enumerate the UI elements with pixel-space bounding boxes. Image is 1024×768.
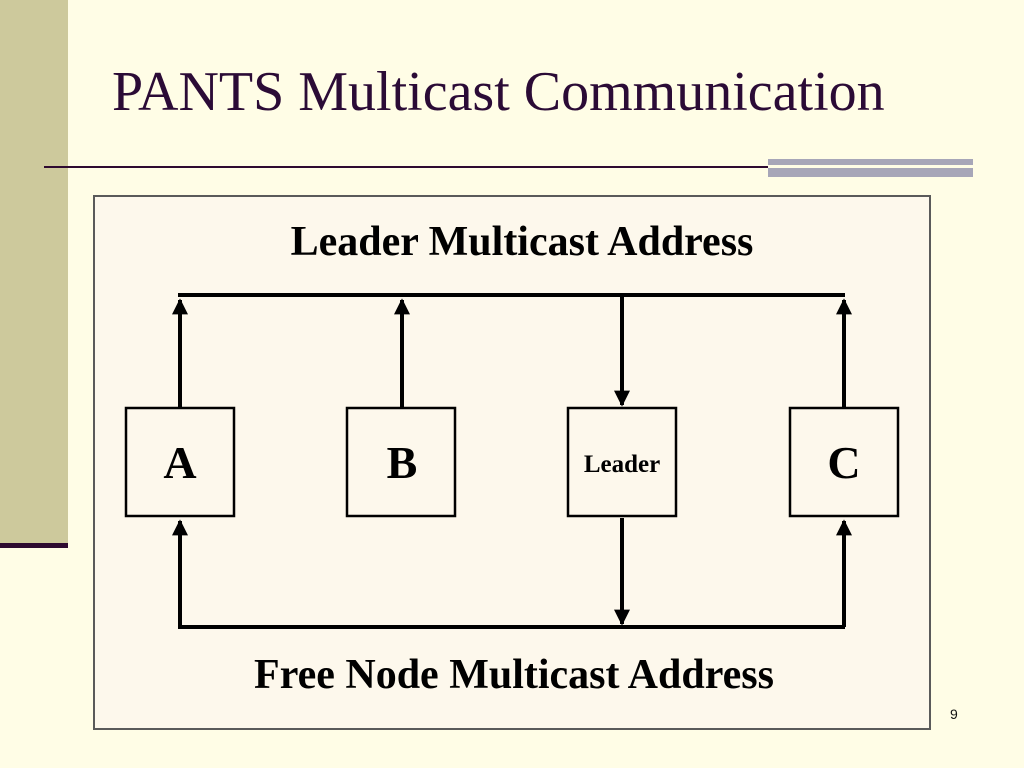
title-accent-bar	[768, 159, 973, 177]
bottom-bus-label: Free Node Multicast Address	[254, 652, 774, 698]
left-decorative-bar	[0, 0, 68, 543]
node-leader: Leader	[566, 406, 678, 518]
left-bar-underline	[0, 543, 68, 548]
node-leader-label: Leader	[584, 451, 660, 478]
page-number: 9	[950, 706, 958, 722]
top-bus-label: Leader Multicast Address	[291, 219, 754, 265]
title-divider	[44, 166, 786, 168]
node-c-label: C	[827, 437, 860, 488]
node-c: C	[788, 406, 900, 518]
slide-title: PANTS Multicast Communication	[112, 61, 885, 123]
node-b-label: B	[387, 437, 418, 488]
node-a: A	[124, 406, 236, 518]
node-a-label: A	[163, 437, 196, 488]
node-b: B	[345, 406, 457, 518]
